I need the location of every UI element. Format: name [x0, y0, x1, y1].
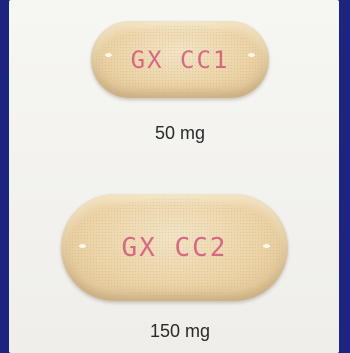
tablet-score-mark — [105, 53, 112, 57]
tablet-imprint: GX CC1 — [130, 45, 230, 74]
photo-panel: GX CC1 50 mg GX CC2 150 mg — [9, 0, 339, 353]
tablet-imprint: GX CC2 — [121, 232, 228, 263]
tablet-score-mark — [248, 53, 255, 57]
tablet-score-mark — [263, 244, 270, 248]
strength-label-50mg: 50 mg — [154, 123, 206, 143]
tablet-50mg: GX CC1 — [91, 21, 269, 98]
tablet-150mg: GX CC2 — [61, 194, 288, 301]
tablet-score-mark — [79, 244, 86, 248]
strength-label-150mg: 150 mg — [149, 321, 211, 341]
